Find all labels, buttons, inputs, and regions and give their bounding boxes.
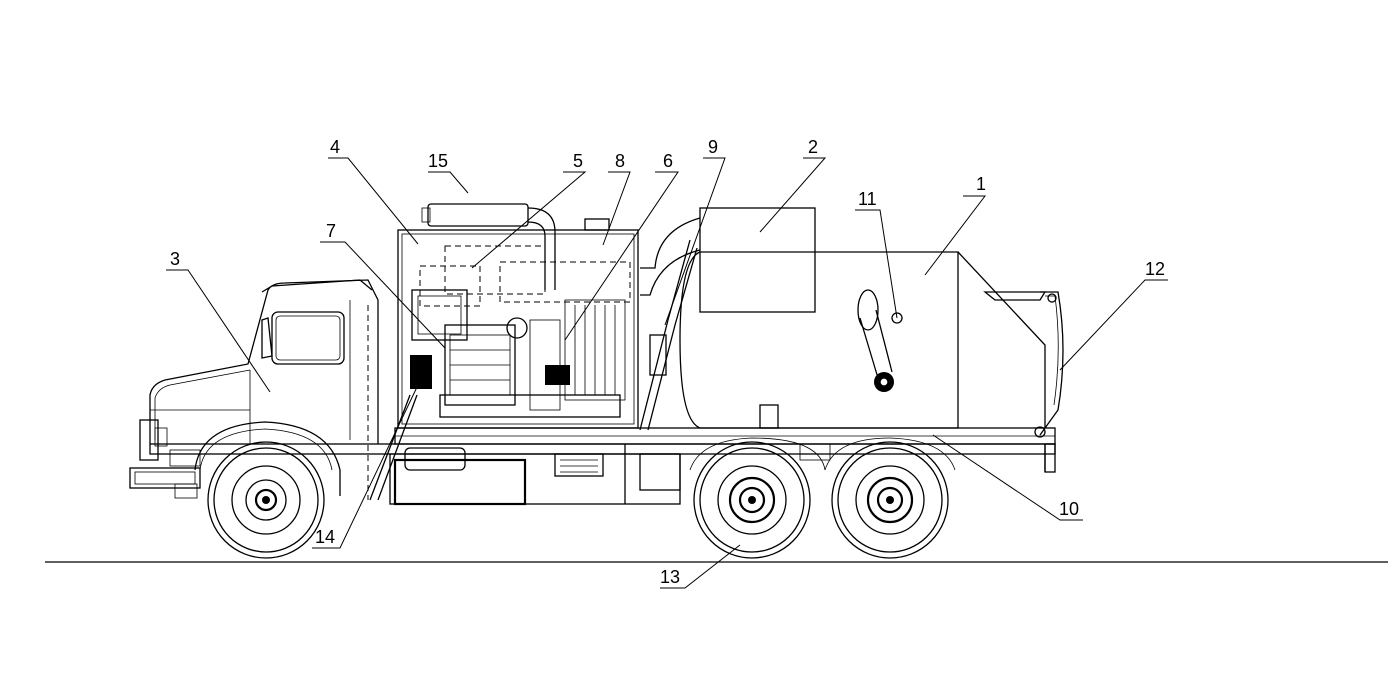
chassis-frame: [129, 427, 1056, 506]
callout-11: 11: [858, 189, 877, 209]
tank-body: [679, 207, 1064, 438]
exhaust-muffler: [421, 203, 610, 290]
rear-fender: [689, 437, 956, 471]
callout-15: 15: [428, 151, 448, 171]
callout-2: 2: [808, 137, 818, 157]
rear-wheel-1: [693, 441, 811, 559]
intake-pipe: [639, 217, 701, 431]
callout-1: 1: [976, 174, 986, 194]
callout-12: 12: [1145, 259, 1165, 279]
callout-labels: 1 2 3 4 5 6 7 8 9 10 11 12 13 14 15: [170, 137, 1165, 587]
callout-10: 10: [1059, 499, 1079, 519]
callout-9: 9: [708, 137, 718, 157]
engine-compartment: [369, 229, 639, 501]
truck-cab: [139, 279, 379, 500]
callout-leaders: [166, 157, 1168, 589]
callout-7: 7: [326, 221, 336, 241]
rear-wheel-2: [831, 441, 949, 559]
callout-3: 3: [170, 249, 180, 269]
callout-14: 14: [315, 527, 335, 547]
callout-5: 5: [573, 151, 583, 171]
front-wheel: [207, 441, 325, 559]
callout-13: 13: [660, 567, 680, 587]
callout-6: 6: [663, 151, 673, 171]
callout-8: 8: [615, 151, 625, 171]
callout-4: 4: [330, 137, 340, 157]
